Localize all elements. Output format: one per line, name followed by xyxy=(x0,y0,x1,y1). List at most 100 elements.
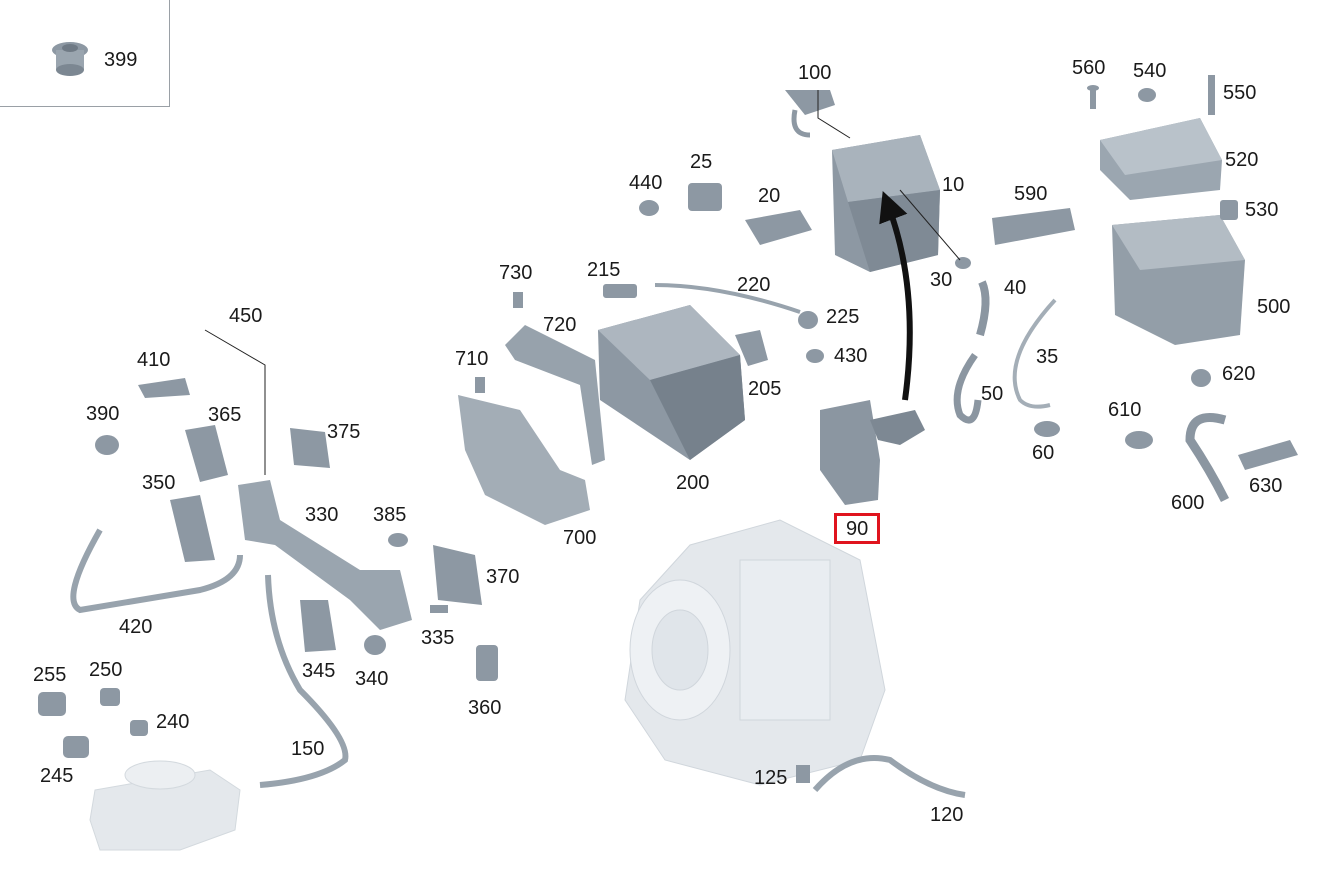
part-340-grommet[interactable] xyxy=(364,635,386,655)
callout-10[interactable]: 10 xyxy=(942,174,965,196)
part-630-connector[interactable] xyxy=(1238,440,1298,470)
part-245-grommet[interactable] xyxy=(63,736,89,758)
callout-205[interactable]: 205 xyxy=(748,378,782,400)
callout-30[interactable]: 30 xyxy=(930,269,953,291)
callout-520[interactable]: 520 xyxy=(1225,149,1259,171)
part-330-busbar[interactable] xyxy=(238,480,412,630)
callout-150[interactable]: 150 xyxy=(291,738,325,760)
part-730-screw[interactable] xyxy=(513,292,523,308)
callout-35[interactable]: 35 xyxy=(1036,346,1059,368)
callout-720[interactable]: 720 xyxy=(543,314,577,336)
part-700-tray[interactable] xyxy=(458,395,590,525)
part-20-cover[interactable] xyxy=(745,210,812,245)
part-620-cap[interactable] xyxy=(1191,369,1211,387)
callout-590[interactable]: 590 xyxy=(1014,183,1048,205)
callout-25[interactable]: 25 xyxy=(690,151,713,173)
part-365-housing[interactable] xyxy=(185,425,228,482)
callout-710[interactable]: 710 xyxy=(455,348,489,370)
part-215-plug[interactable] xyxy=(603,284,637,298)
part-360-connector[interactable] xyxy=(476,645,498,681)
callout-90-highlighted[interactable]: 90 xyxy=(834,513,881,544)
part-410-cover[interactable] xyxy=(138,378,190,398)
callout-730[interactable]: 730 xyxy=(499,262,533,284)
part-255-grommet[interactable] xyxy=(38,692,66,716)
part-120-cable[interactable] xyxy=(812,755,966,798)
callout-255[interactable]: 255 xyxy=(33,664,67,686)
part-200-battery[interactable] xyxy=(598,305,745,460)
callout-215[interactable]: 215 xyxy=(587,259,621,281)
callout-365[interactable]: 365 xyxy=(208,404,242,426)
callout-390[interactable]: 390 xyxy=(86,403,120,425)
callout-330[interactable]: 330 xyxy=(305,504,339,526)
callout-560[interactable]: 560 xyxy=(1072,57,1106,79)
callout-550[interactable]: 550 xyxy=(1223,82,1257,104)
callout-450[interactable]: 450 xyxy=(229,305,263,327)
callout-100[interactable]: 100 xyxy=(798,62,832,84)
part-710-clip[interactable] xyxy=(475,377,485,393)
part-500-box[interactable] xyxy=(1112,215,1245,345)
part-150-cable[interactable] xyxy=(259,574,349,788)
part-399[interactable] xyxy=(52,42,88,76)
part-540-nut[interactable] xyxy=(1138,88,1156,102)
callout-40[interactable]: 40 xyxy=(1004,277,1027,299)
callout-225[interactable]: 225 xyxy=(826,306,860,328)
callout-245[interactable]: 245 xyxy=(40,765,74,787)
part-440-grommet[interactable] xyxy=(639,200,659,216)
callout-60[interactable]: 60 xyxy=(1032,442,1055,464)
callout-700[interactable]: 700 xyxy=(563,527,597,549)
part-420-cable[interactable] xyxy=(70,528,243,614)
callout-540[interactable]: 540 xyxy=(1133,60,1167,82)
part-90-module[interactable] xyxy=(820,400,925,505)
part-430-nut[interactable] xyxy=(806,349,824,363)
part-720-bracket[interactable] xyxy=(505,325,605,465)
callout-375[interactable]: 375 xyxy=(327,421,361,443)
part-335-screw[interactable] xyxy=(430,605,448,613)
part-370-plate[interactable] xyxy=(433,545,482,605)
callout-600[interactable]: 600 xyxy=(1171,492,1205,514)
part-610-grommet[interactable] xyxy=(1125,431,1153,449)
part-25-clip[interactable] xyxy=(688,183,722,211)
part-530-cap[interactable] xyxy=(1220,200,1238,220)
part-220-cable[interactable] xyxy=(654,283,801,314)
part-40-hose[interactable] xyxy=(976,280,990,337)
callout-370[interactable]: 370 xyxy=(486,566,520,588)
part-225-plug[interactable] xyxy=(798,311,818,329)
part-390-grommet[interactable] xyxy=(95,435,119,455)
part-240-grommet[interactable] xyxy=(130,720,148,736)
part-250-grommet[interactable] xyxy=(100,688,120,706)
callout-385[interactable]: 385 xyxy=(373,504,407,526)
part-10-battery[interactable] xyxy=(832,135,940,272)
callout-630[interactable]: 630 xyxy=(1249,475,1283,497)
callout-420[interactable]: 420 xyxy=(119,616,153,638)
callout-530[interactable]: 530 xyxy=(1245,199,1279,221)
part-550-bolt[interactable] xyxy=(1208,75,1215,115)
callout-345[interactable]: 345 xyxy=(302,660,336,682)
callout-399[interactable]: 399 xyxy=(104,49,138,71)
callout-240[interactable]: 240 xyxy=(156,711,190,733)
callout-440[interactable]: 440 xyxy=(629,172,663,194)
part-600-hose[interactable] xyxy=(1185,413,1230,503)
callout-220[interactable]: 220 xyxy=(737,274,771,296)
callout-610[interactable]: 610 xyxy=(1108,399,1142,421)
part-30-screw[interactable] xyxy=(955,257,971,269)
callout-500[interactable]: 500 xyxy=(1257,296,1291,318)
part-35-cable[interactable] xyxy=(1012,298,1057,409)
callout-360[interactable]: 360 xyxy=(468,697,502,719)
callout-430[interactable]: 430 xyxy=(834,345,868,367)
part-60-grommet[interactable] xyxy=(1034,421,1060,437)
part-345-plate[interactable] xyxy=(300,600,336,652)
part-125-screw[interactable] xyxy=(796,765,810,783)
part-50-hose[interactable] xyxy=(953,352,982,424)
callout-200[interactable]: 200 xyxy=(676,472,710,494)
callout-120[interactable]: 120 xyxy=(930,804,964,826)
part-205-cap[interactable] xyxy=(735,330,768,366)
callout-410[interactable]: 410 xyxy=(137,349,171,371)
callout-20[interactable]: 20 xyxy=(758,185,781,207)
part-350-holder[interactable] xyxy=(170,495,215,562)
part-560-bolt[interactable] xyxy=(1087,85,1099,109)
callout-125[interactable]: 125 xyxy=(754,767,788,789)
part-385-screw[interactable] xyxy=(388,533,408,547)
callout-250[interactable]: 250 xyxy=(89,659,123,681)
part-590-bracket[interactable] xyxy=(992,208,1075,245)
callout-50[interactable]: 50 xyxy=(981,383,1004,405)
